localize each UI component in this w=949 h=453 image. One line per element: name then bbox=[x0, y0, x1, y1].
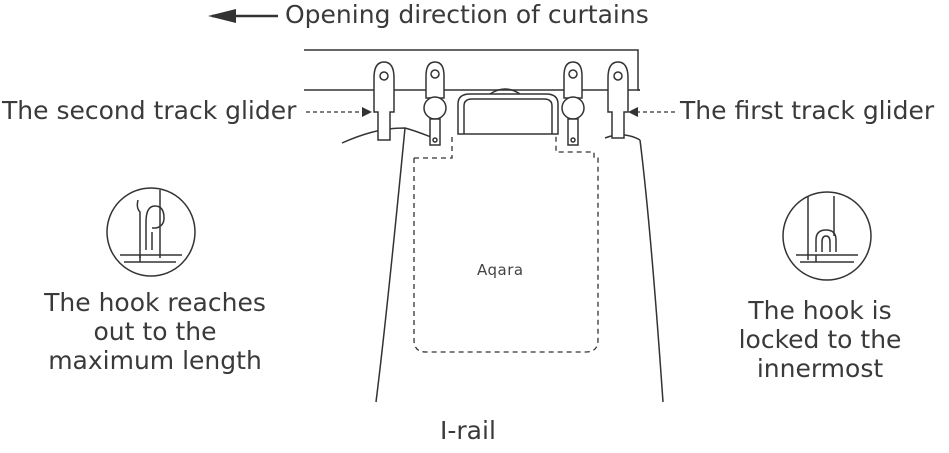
track-rail bbox=[304, 49, 640, 91]
hook-locked-line-1: The hook is bbox=[748, 296, 892, 325]
first-glider-label: The first track glider bbox=[680, 96, 935, 125]
leader-arrowheads bbox=[362, 107, 638, 117]
left-hook-glider bbox=[423, 61, 447, 146]
second-glider-label: The second track glider bbox=[2, 96, 297, 125]
hook-max-line-2: out to the bbox=[93, 317, 217, 346]
hook-max-caption: The hook reaches out to the maximum leng… bbox=[10, 288, 300, 375]
hook-locked-caption: The hook is locked to the innermost bbox=[710, 296, 930, 383]
i-rail-label: I-rail bbox=[440, 416, 496, 445]
opening-direction-label: Opening direction of curtains bbox=[285, 0, 649, 29]
first-track-glider bbox=[607, 61, 629, 139]
right-hook-glider bbox=[561, 61, 585, 146]
hook-locked-detail-circle bbox=[782, 191, 872, 281]
curtain-fabric bbox=[341, 127, 664, 403]
motor-outline-dashed bbox=[413, 134, 599, 353]
brand-logo: Aqara bbox=[477, 261, 524, 279]
hook-max-line-1: The hook reaches bbox=[44, 288, 266, 317]
second-track-glider bbox=[373, 61, 395, 141]
motor-body bbox=[457, 88, 559, 135]
hook-max-line-3: maximum length bbox=[48, 346, 262, 375]
hook-locked-line-3: innermost bbox=[756, 354, 884, 383]
hook-locked-line-2: locked to the bbox=[738, 325, 902, 354]
hook-max-detail-circle bbox=[106, 187, 196, 277]
direction-arrow bbox=[208, 9, 278, 23]
